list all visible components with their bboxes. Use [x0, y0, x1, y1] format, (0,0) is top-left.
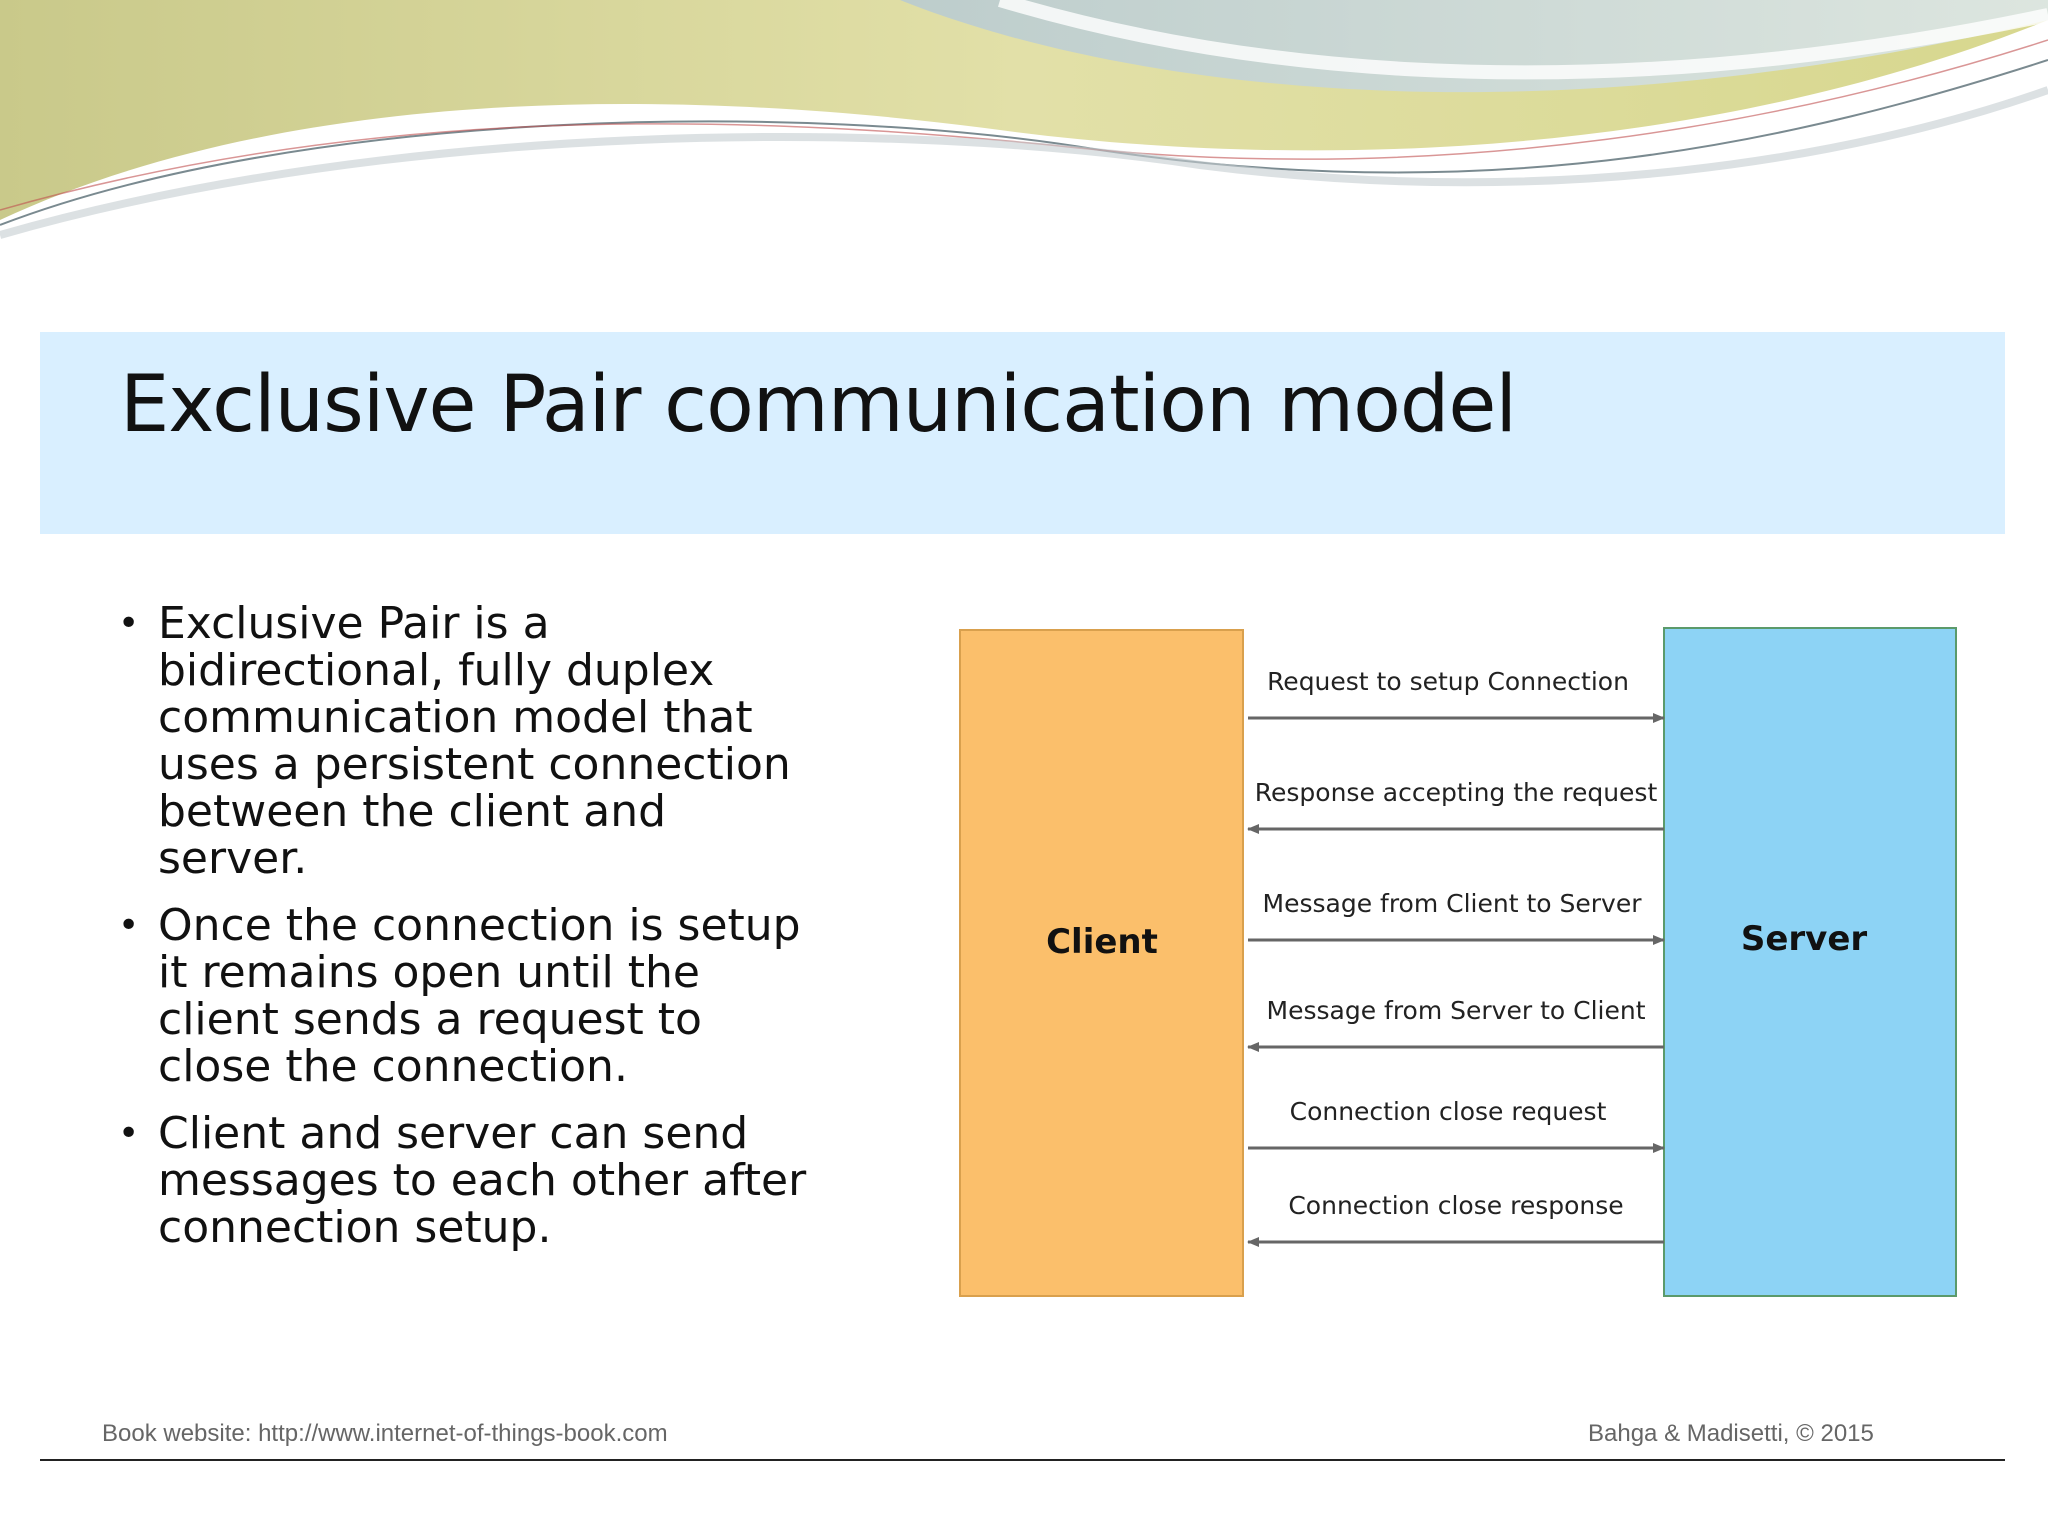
- bullet-list: • Exclusive Pair is a bidirectional, ful…: [118, 600, 838, 1271]
- bullet-line: between the client and: [158, 786, 667, 837]
- bullet-line: communication model that: [158, 692, 753, 743]
- server-box: [1663, 627, 1957, 1297]
- bullet-line: connection setup.: [158, 1202, 552, 1253]
- bullet-line: uses a persistent connection: [158, 739, 791, 790]
- bullet-line: Client and server can send: [158, 1108, 749, 1159]
- bullet-item-2: • Once the connection is setup it remain…: [118, 902, 838, 1090]
- bullet-line: close the connection.: [158, 1041, 628, 1092]
- bullet-item-1: • Exclusive Pair is a bidirectional, ful…: [118, 600, 838, 882]
- message-label-2: Response accepting the request: [1255, 778, 1658, 807]
- bullet-item-3: • Client and server can send messages to…: [118, 1110, 838, 1251]
- server-label: Server: [1741, 919, 1868, 959]
- message-label-4: Message from Server to Client: [1267, 996, 1646, 1025]
- bullet-dot-icon: •: [118, 603, 140, 644]
- copyright-footer: Bahga & Madisetti, © 2015: [1588, 1420, 1874, 1447]
- bullet-line: Exclusive Pair is a: [158, 598, 550, 649]
- message-label-6: Connection close response: [1288, 1191, 1623, 1220]
- bullet-line: messages to each other after: [158, 1155, 807, 1206]
- header-swoosh-decoration: [0, 0, 2048, 239]
- message-label-5: Connection close request: [1290, 1097, 1607, 1126]
- footer-divider: [40, 1459, 2005, 1461]
- title-band: [40, 332, 2005, 534]
- bullet-line: client sends a request to: [158, 994, 702, 1045]
- bullet-line: server.: [158, 833, 308, 884]
- book-website-footer: Book website: http://www.internet-of-thi…: [102, 1420, 668, 1447]
- client-box: [959, 629, 1244, 1297]
- bullet-dot-icon: •: [118, 905, 140, 946]
- slide-title: Exclusive Pair communication model: [120, 360, 1517, 450]
- message-label-1: Request to setup Connection: [1267, 667, 1629, 696]
- bullet-dot-icon: •: [118, 1113, 140, 1154]
- bullet-line: it remains open until the: [158, 947, 700, 998]
- bullet-line: Once the connection is setup: [158, 900, 801, 951]
- bullet-line: bidirectional, fully duplex: [158, 645, 715, 696]
- client-label: Client: [1046, 922, 1158, 962]
- message-label-3: Message from Client to Server: [1263, 889, 1643, 918]
